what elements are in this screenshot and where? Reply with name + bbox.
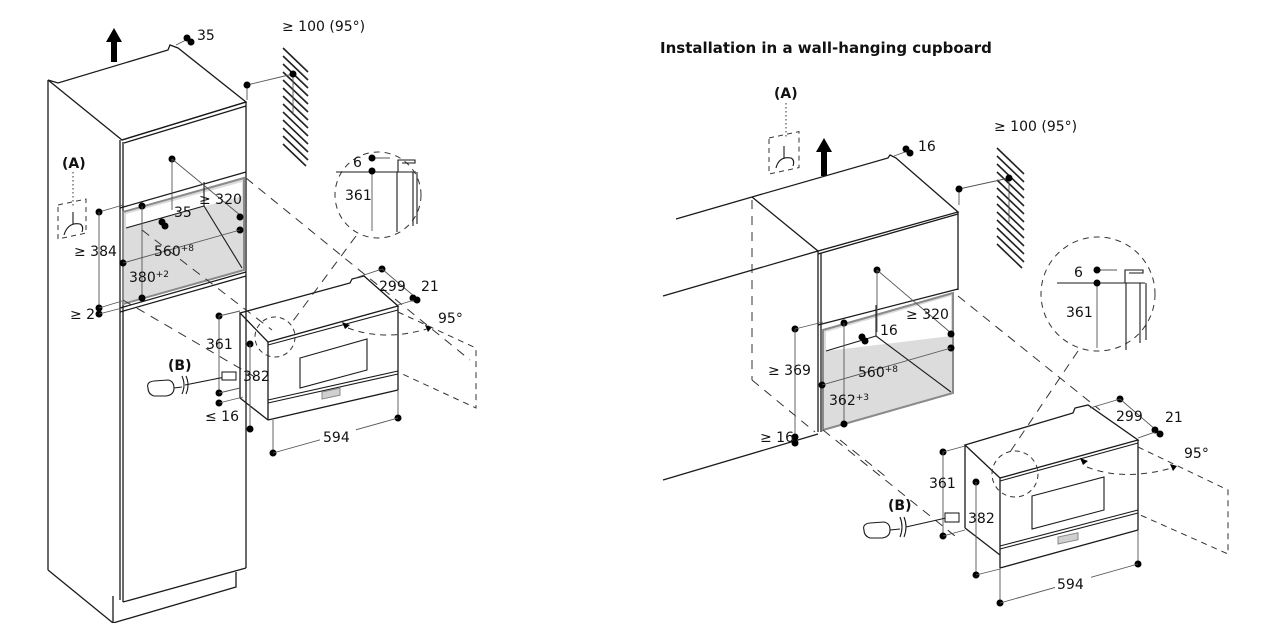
left-door-angle-label: 95° [438,311,463,327]
right-power-plug-icon [863,521,901,539]
left-wall-hatch [282,47,309,167]
right-detail-top-label: 6 [1074,265,1083,281]
left-recess-depth-label: ≥ 320 [199,192,242,208]
right-socket-icon [775,146,795,169]
left-appliance-body-height-label: 361 [206,337,233,353]
vent-arrow-icon [106,28,122,62]
right-recess-depth-label: ≥ 320 [906,307,949,323]
left-appliance [238,275,400,421]
left-recess-height-label: 380+2 [129,270,169,286]
left-bottom-gap-label: ≤ 16 [205,409,239,425]
left-rear-gap-label: 35 [174,205,192,221]
right-vent-gap-label: 16 [918,139,936,155]
right-recess-width-label: 560+8 [858,365,898,381]
left-appliance-width-label: 594 [323,430,350,446]
socket-icon [63,212,84,236]
power-plug-icon [147,379,183,397]
right-wall-hatch [996,147,1025,269]
right-vent-arrow-icon [816,138,832,176]
right-appliance [963,404,1140,569]
right-appliance-width-label: 594 [1057,577,1084,593]
left-wall-clearance-label: ≥ 100 (95°) [282,19,365,35]
right-appliance-body-height-label: 361 [929,476,956,492]
right-detail-circle: 6 361 [1040,236,1156,352]
right-title: Installation in a wall-hanging cupboard [660,39,992,57]
right-door-angle-label: 95° [1184,446,1209,462]
right-rear-gap-label: 16 [880,323,898,339]
left-front-depth-label: 21 [421,279,439,295]
left-detail-height-label: 361 [345,188,372,204]
right-marker-a: (A) [774,86,798,102]
left-diagram: 35 ≥ 100 (95°) (A) [47,19,477,623]
left-marker-b: (B) [168,358,191,374]
right-recess-height-label: 362+3 [829,393,869,409]
right-shelf-gap-label: ≥ 16 [760,430,794,446]
right-wall-clearance-label: ≥ 100 (95°) [994,119,1077,135]
left-vent-gap-label: 35 [197,28,215,44]
left-detail-top-label: 6 [353,155,362,171]
right-front-depth-label: 21 [1165,410,1183,426]
tall-cabinet [47,44,248,623]
left-recess-height-total-label: ≥ 384 [74,244,117,260]
right-detail-height-label: 361 [1066,305,1093,321]
right-diagram: Installation in a wall-hanging cupboard … [660,39,1229,607]
left-detail-circle: 6 361 [334,151,422,239]
right-appliance-depth-label: 299 [1116,409,1143,425]
right-appliance-height-label: 382 [968,511,995,527]
left-marker-a: (A) [62,156,86,172]
left-appliance-height-label: 382 [243,369,270,385]
right-marker-b: (B) [888,498,911,514]
left-appliance-depth-label: 299 [379,279,406,295]
right-recess-height-total-label: ≥ 369 [768,363,811,379]
left-shelf-gap-label: ≥ 2 [70,307,95,323]
left-recess-width-label: 560+8 [154,244,194,260]
